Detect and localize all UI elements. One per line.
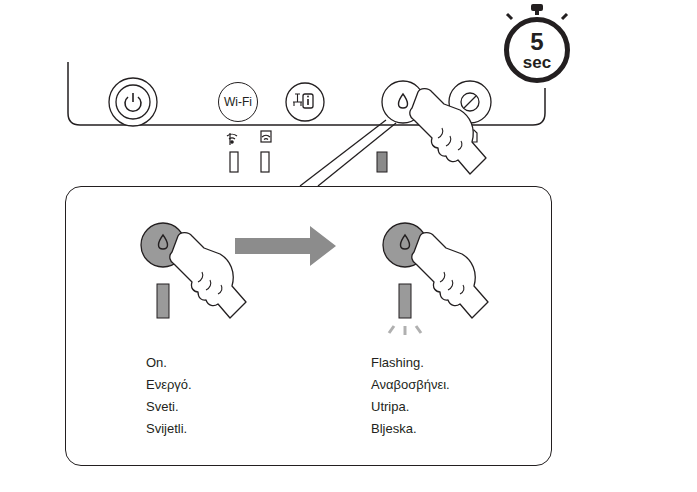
state-flashing xyxy=(383,223,488,335)
status-text: Sveti. xyxy=(146,399,179,414)
pressing-hand xyxy=(410,89,486,174)
status-text: Flashing. xyxy=(371,355,424,370)
status-text: Bljeska. xyxy=(371,421,417,436)
state-on xyxy=(141,223,246,318)
status-text: On. xyxy=(146,355,167,370)
button-label: Wi-Fi xyxy=(224,95,252,109)
transition-arrow xyxy=(235,226,336,266)
status-text: Ενεργό. xyxy=(146,377,192,392)
wifi-indicators xyxy=(227,131,271,172)
callout-box: On. Ενεργό. Sveti. Svijetli. Flashing. Αναβοσ… xyxy=(65,186,552,466)
network-info-button xyxy=(286,83,324,121)
callout-leader xyxy=(300,120,396,186)
status-text: Αναβοσβήνει. xyxy=(371,377,450,392)
stopwatch: 5sec xyxy=(504,17,570,83)
wifi-button: Wi-Fi xyxy=(218,82,258,122)
status-text: Utripa. xyxy=(371,399,409,414)
status-text: Svijetli. xyxy=(146,421,187,436)
panel-outline xyxy=(68,62,545,125)
duration-number: 5 xyxy=(530,30,543,54)
power-button xyxy=(109,78,157,126)
duration-unit: sec xyxy=(523,54,551,71)
